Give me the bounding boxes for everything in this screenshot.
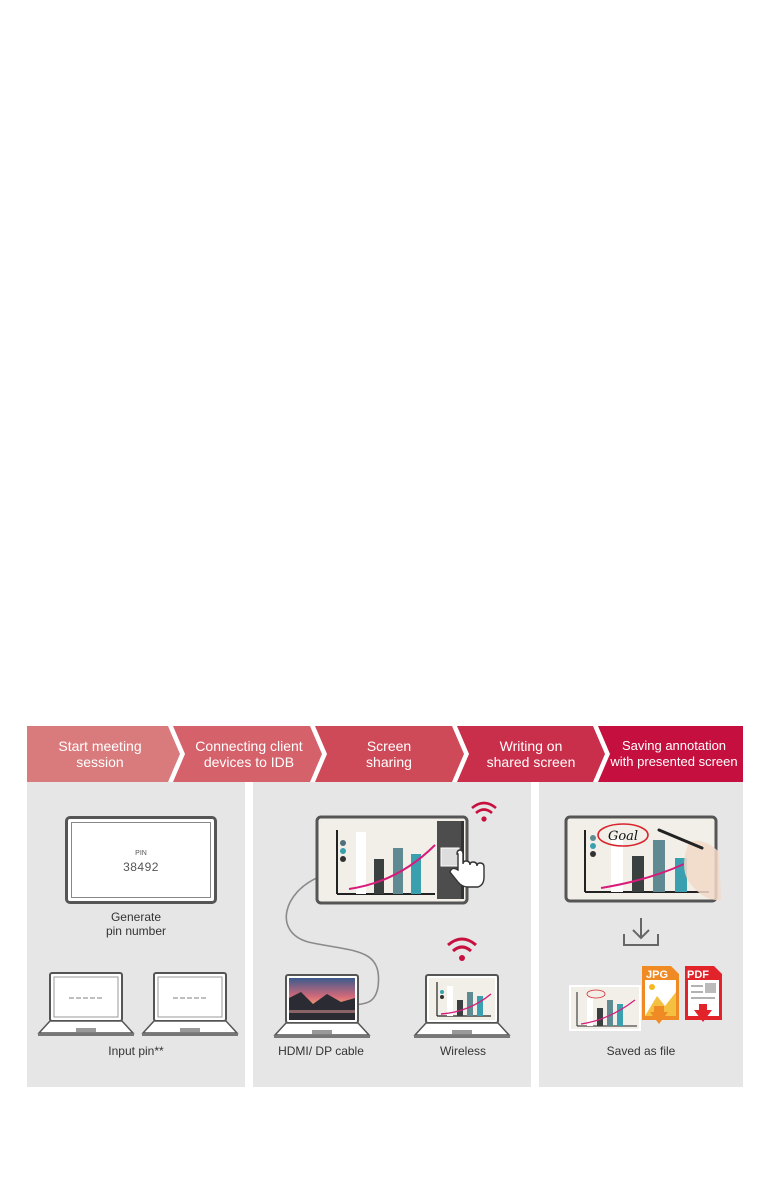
panel-screen-sharing: HDMI/ DP cable Wireless (253, 782, 531, 1087)
saved-as-file-caption: Saved as file (606, 1044, 676, 1058)
laptop-wireless-icon (413, 974, 511, 1038)
pen-icon (657, 828, 704, 850)
hdmi-dp-caption: HDMI/ DP cable (278, 1044, 364, 1058)
screen-sharing-illustration (273, 801, 511, 1038)
pin-display: PIN 38492 (65, 816, 217, 904)
wifi-icon (447, 937, 477, 961)
goal-annotation: Goal (608, 829, 638, 844)
cable-icon (285, 876, 380, 1006)
wireless-caption: Wireless (439, 1044, 486, 1058)
svg-text:PDF: PDF (687, 969, 709, 981)
pdf-file-icon (685, 966, 722, 1022)
touch-hand-icon (449, 849, 485, 888)
laptop-hdmi-icon (273, 974, 371, 1038)
svg-text:JPG: JPG (646, 969, 668, 981)
download-icon (623, 918, 659, 946)
panel-saving-annotation: Goal JPG (539, 782, 743, 1087)
laptop-icon (37, 972, 135, 1036)
pin-value: 38492 (123, 860, 159, 874)
laptop-icon (141, 972, 239, 1036)
input-pin-caption: Input pin** (108, 1044, 164, 1058)
pin-label: PIN (135, 850, 147, 857)
chevron-band (27, 726, 743, 782)
jpg-file-icon (642, 966, 679, 1024)
laptops-illustration (37, 972, 239, 1036)
wifi-icon (471, 801, 497, 822)
saving-illustration: Goal JPG (564, 815, 722, 1031)
